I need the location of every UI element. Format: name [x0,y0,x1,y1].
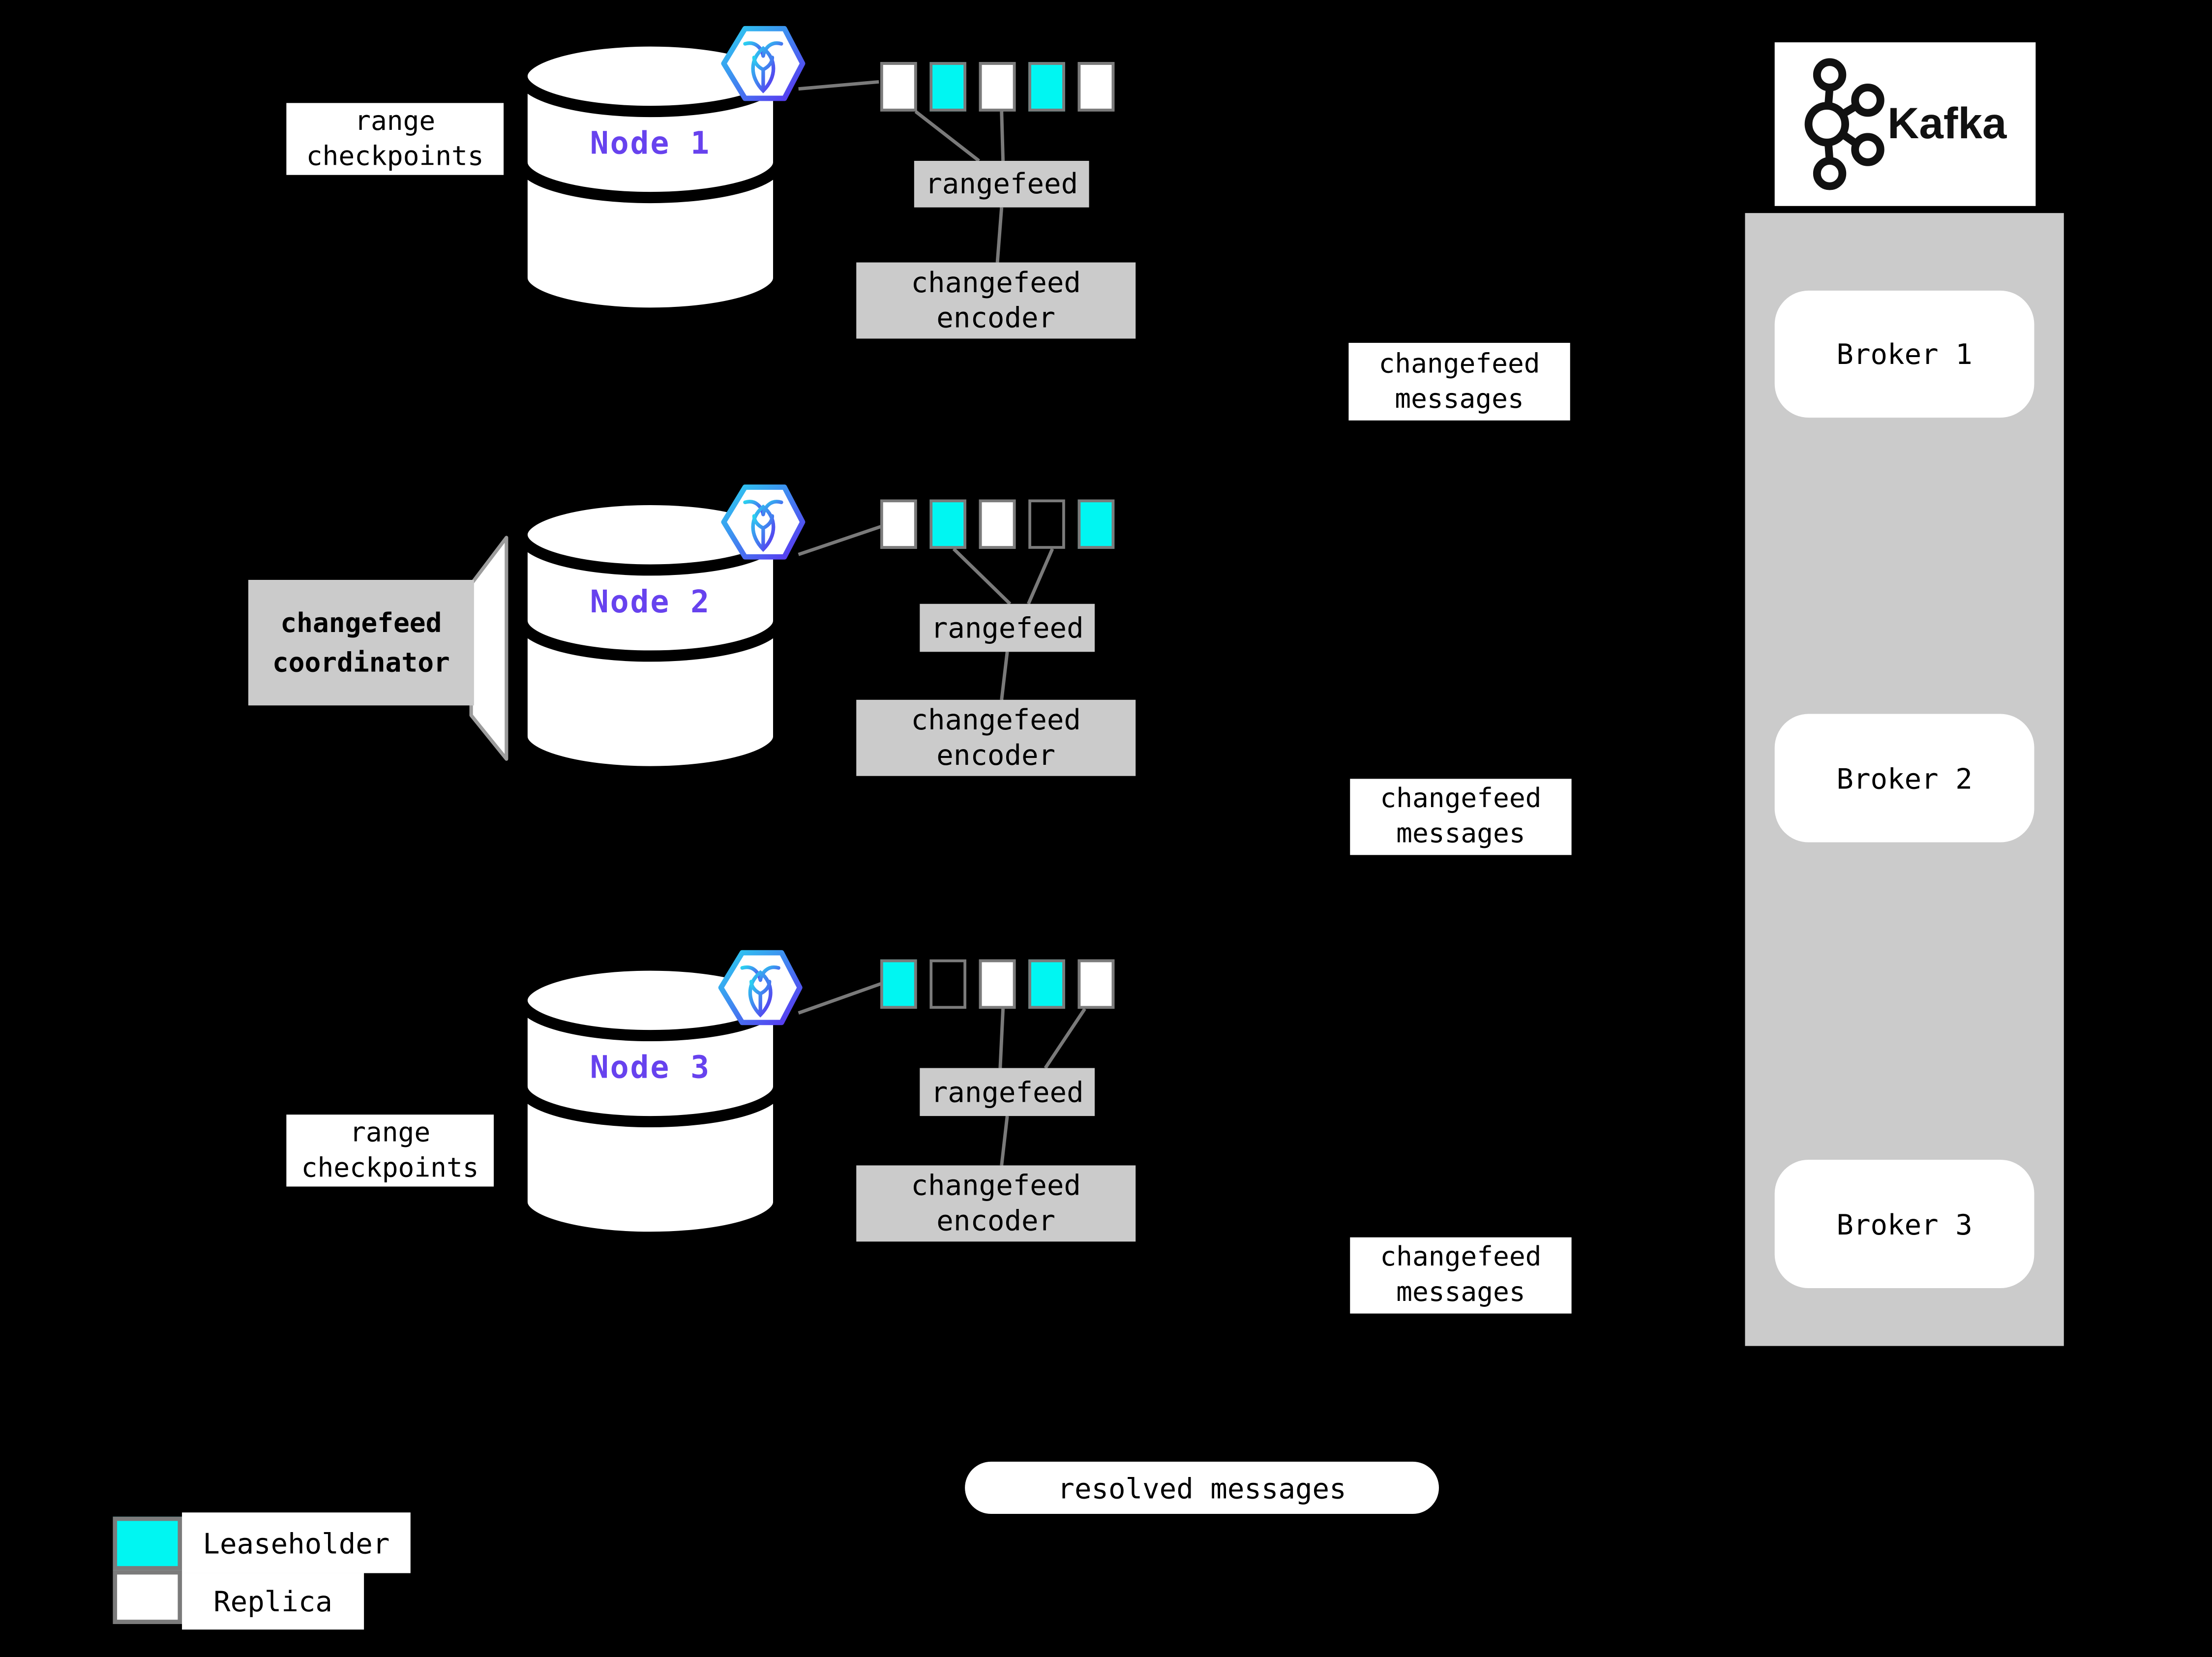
kafka-logo-box: Kafka [1774,42,2036,206]
rangefeed-box-node3: rangefeed [920,1068,1095,1116]
node3-ranges-row [880,959,1115,1009]
rangefeed-label: rangefeed [930,610,1084,644]
changefeed-encoder-box-node3: changefeed encoder [856,1165,1136,1242]
connector-rangefeed3-to-encoder3 [1000,1115,1009,1166]
broker-2-label: Broker 2 [1836,761,1973,795]
replica-range-square [979,959,1016,1009]
connector-node3-to-range [798,980,887,1015]
broker-1-box: Broker 1 [1774,290,2034,418]
coordinator-line2: coordinator [272,647,450,678]
leaseholder-range-square [1028,62,1065,112]
changefeed-messages-label-3: changefeed messages [1350,1237,1572,1314]
changefeed-encoder-box-node1: changefeed encoder [856,262,1136,339]
node1-label: Node 1 [590,127,711,162]
broker-3-label: Broker 3 [1836,1207,1973,1241]
replica-range-square [979,62,1016,112]
rangefeed-box-node2: rangefeed [920,603,1095,652]
empty-range-square [1028,499,1065,549]
changefeed-coordinator-box: changefeed coordinator [248,579,474,706]
range-checkpoints-line1: range [350,1116,431,1148]
replica-range-square [1077,959,1115,1009]
encoder-line1: changefeed [911,1168,1081,1203]
messages-line1: changefeed [1380,1241,1542,1273]
encoder-line2: encoder [936,1203,1056,1237]
encoder-line1: changefeed [911,702,1081,737]
node2-database-cylinder [516,494,784,787]
node3-label: Node 3 [590,1051,711,1086]
connector-range-to-rangefeed2-b [1027,548,1054,605]
leaseholder-range-square [929,499,966,549]
connector-rangefeed2-to-encoder2 [1000,651,1009,700]
encoder-line1: changefeed [911,265,1081,300]
kafka-circles-icon [1804,58,1884,190]
range-checkpoints-line2: checkpoints [301,1152,479,1183]
replica-range-square [1077,62,1115,112]
replica-range-square [880,499,917,549]
node2-ranges-row [880,499,1115,549]
leaseholder-range-square [929,62,966,112]
changefeed-messages-label-2: changefeed messages [1350,779,1572,855]
rangefeed-box-node1: rangefeed [914,161,1089,208]
broker-3-box: Broker 3 [1774,1159,2034,1289]
legend-leaseholder-label: Leaseholder [182,1512,411,1573]
kafka-wordmark: Kafka [1887,98,2007,149]
node1-database-cylinder [516,35,784,329]
legend-leaseholder-text: Leaseholder [203,1526,390,1560]
broker-1-label: Broker 1 [1836,337,1973,371]
changefeed-messages-label-1: changefeed messages [1348,343,1570,421]
coordinator-flap-shape [469,536,508,761]
messages-line2: messages [1395,383,1524,414]
replica-range-square [880,62,917,112]
broker-2-box: Broker 2 [1774,714,2034,843]
rangefeed-label: rangefeed [930,1074,1084,1109]
cockroachdb-hexagon-icon-node3 [718,950,803,1025]
messages-line2: messages [1396,818,1525,849]
connector-range-to-rangefeed2-a [952,547,1012,605]
resolved-messages-label: resolved messages [1057,1471,1346,1505]
replica-range-square [979,499,1016,549]
messages-line2: messages [1396,1277,1525,1308]
legend-replica-label: Replica [182,1573,364,1630]
connector-range-to-rangefeed3-b [1044,1008,1086,1069]
connector-range-to-rangefeed3-a [998,1008,1005,1068]
range-checkpoints-line1: range [355,105,436,136]
connector-node2-to-range [798,523,887,556]
cockroachdb-hexagon-icon-node1 [721,26,806,101]
resolved-messages-pill: resolved messages [965,1461,1439,1514]
connector-range-to-rangefeed1-a [914,110,980,162]
node3-database-cylinder [516,959,784,1253]
messages-line1: changefeed [1380,783,1542,814]
node1-ranges-row [880,62,1115,112]
connector-node1-to-range [798,80,879,91]
encoder-line2: encoder [936,301,1056,334]
legend-leaseholder-swatch [113,1516,182,1570]
leaseholder-range-square [1028,959,1065,1009]
range-checkpoints-label-node1: range checkpoints [286,103,504,175]
connector-range-to-rangefeed1-b [1000,111,1005,161]
encoder-line2: encoder [936,738,1056,772]
node2-label: Node 2 [590,585,711,621]
leaseholder-range-square [1077,499,1115,549]
coordinator-line1: changefeed [280,607,442,639]
range-checkpoints-line2: checkpoints [306,140,484,172]
range-checkpoints-label-node3: range checkpoints [286,1115,494,1187]
messages-line1: changefeed [1378,348,1540,379]
connector-rangefeed1-to-encoder1 [995,207,1004,263]
empty-range-square [929,959,966,1009]
leaseholder-range-square [880,959,917,1009]
legend-replica-text: Replica [213,1584,332,1619]
cockroachdb-hexagon-icon-node2 [721,484,806,560]
legend-replica-swatch [113,1570,182,1624]
changefeed-encoder-box-node2: changefeed encoder [856,699,1136,776]
rangefeed-label: rangefeed [925,166,1078,201]
